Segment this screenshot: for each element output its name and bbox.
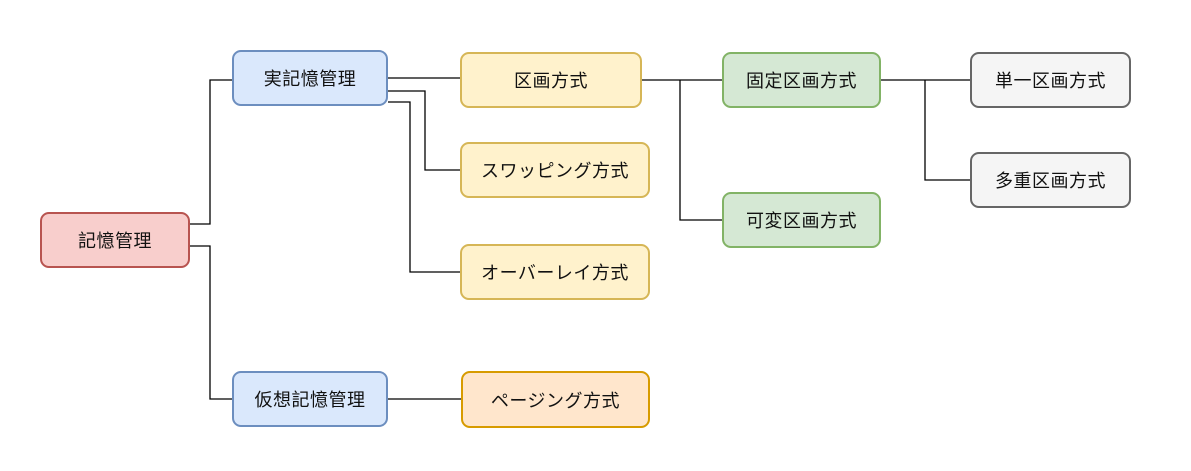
node-label: 区画方式 (514, 71, 588, 91)
node-label: 可変区画方式 (746, 211, 857, 231)
node-memory-management: 記憶管理 (40, 212, 190, 268)
node-overlay-method: オーバーレイ方式 (460, 244, 650, 300)
edge-root-to-virtual (190, 245, 232, 400)
node-label: 記憶管理 (78, 231, 152, 251)
node-partition-method: 区画方式 (460, 52, 642, 108)
edge-real-to-swapping (388, 90, 460, 171)
node-single-partition-method: 単一区画方式 (970, 52, 1131, 108)
node-label: 仮想記憶管理 (254, 390, 366, 410)
node-virtual-memory-management: 仮想記憶管理 (232, 371, 388, 427)
node-variable-partition-method: 可変区画方式 (722, 192, 881, 248)
node-label: 実記憶管理 (263, 69, 357, 89)
node-swapping-method: スワッピング方式 (460, 142, 650, 198)
node-label: 単一区画方式 (995, 71, 1106, 91)
node-label: スワッピング方式 (481, 161, 629, 181)
node-real-memory-management: 実記憶管理 (232, 50, 388, 106)
node-label: ページング方式 (490, 390, 621, 411)
edge-real-to-overlay (388, 101, 460, 273)
node-label: 多重区画方式 (995, 171, 1106, 191)
node-paging-method: ページング方式 (461, 371, 650, 428)
node-label: 固定区画方式 (746, 71, 857, 91)
edge-fixed-to-multiple (924, 80, 970, 181)
node-fixed-partition-method: 固定区画方式 (722, 52, 881, 108)
edge-partition-to-variable (679, 80, 722, 221)
node-label: オーバーレイ方式 (481, 263, 629, 283)
edge-root-to-real (190, 79, 232, 225)
node-multiple-partition-method: 多重区画方式 (970, 152, 1131, 208)
